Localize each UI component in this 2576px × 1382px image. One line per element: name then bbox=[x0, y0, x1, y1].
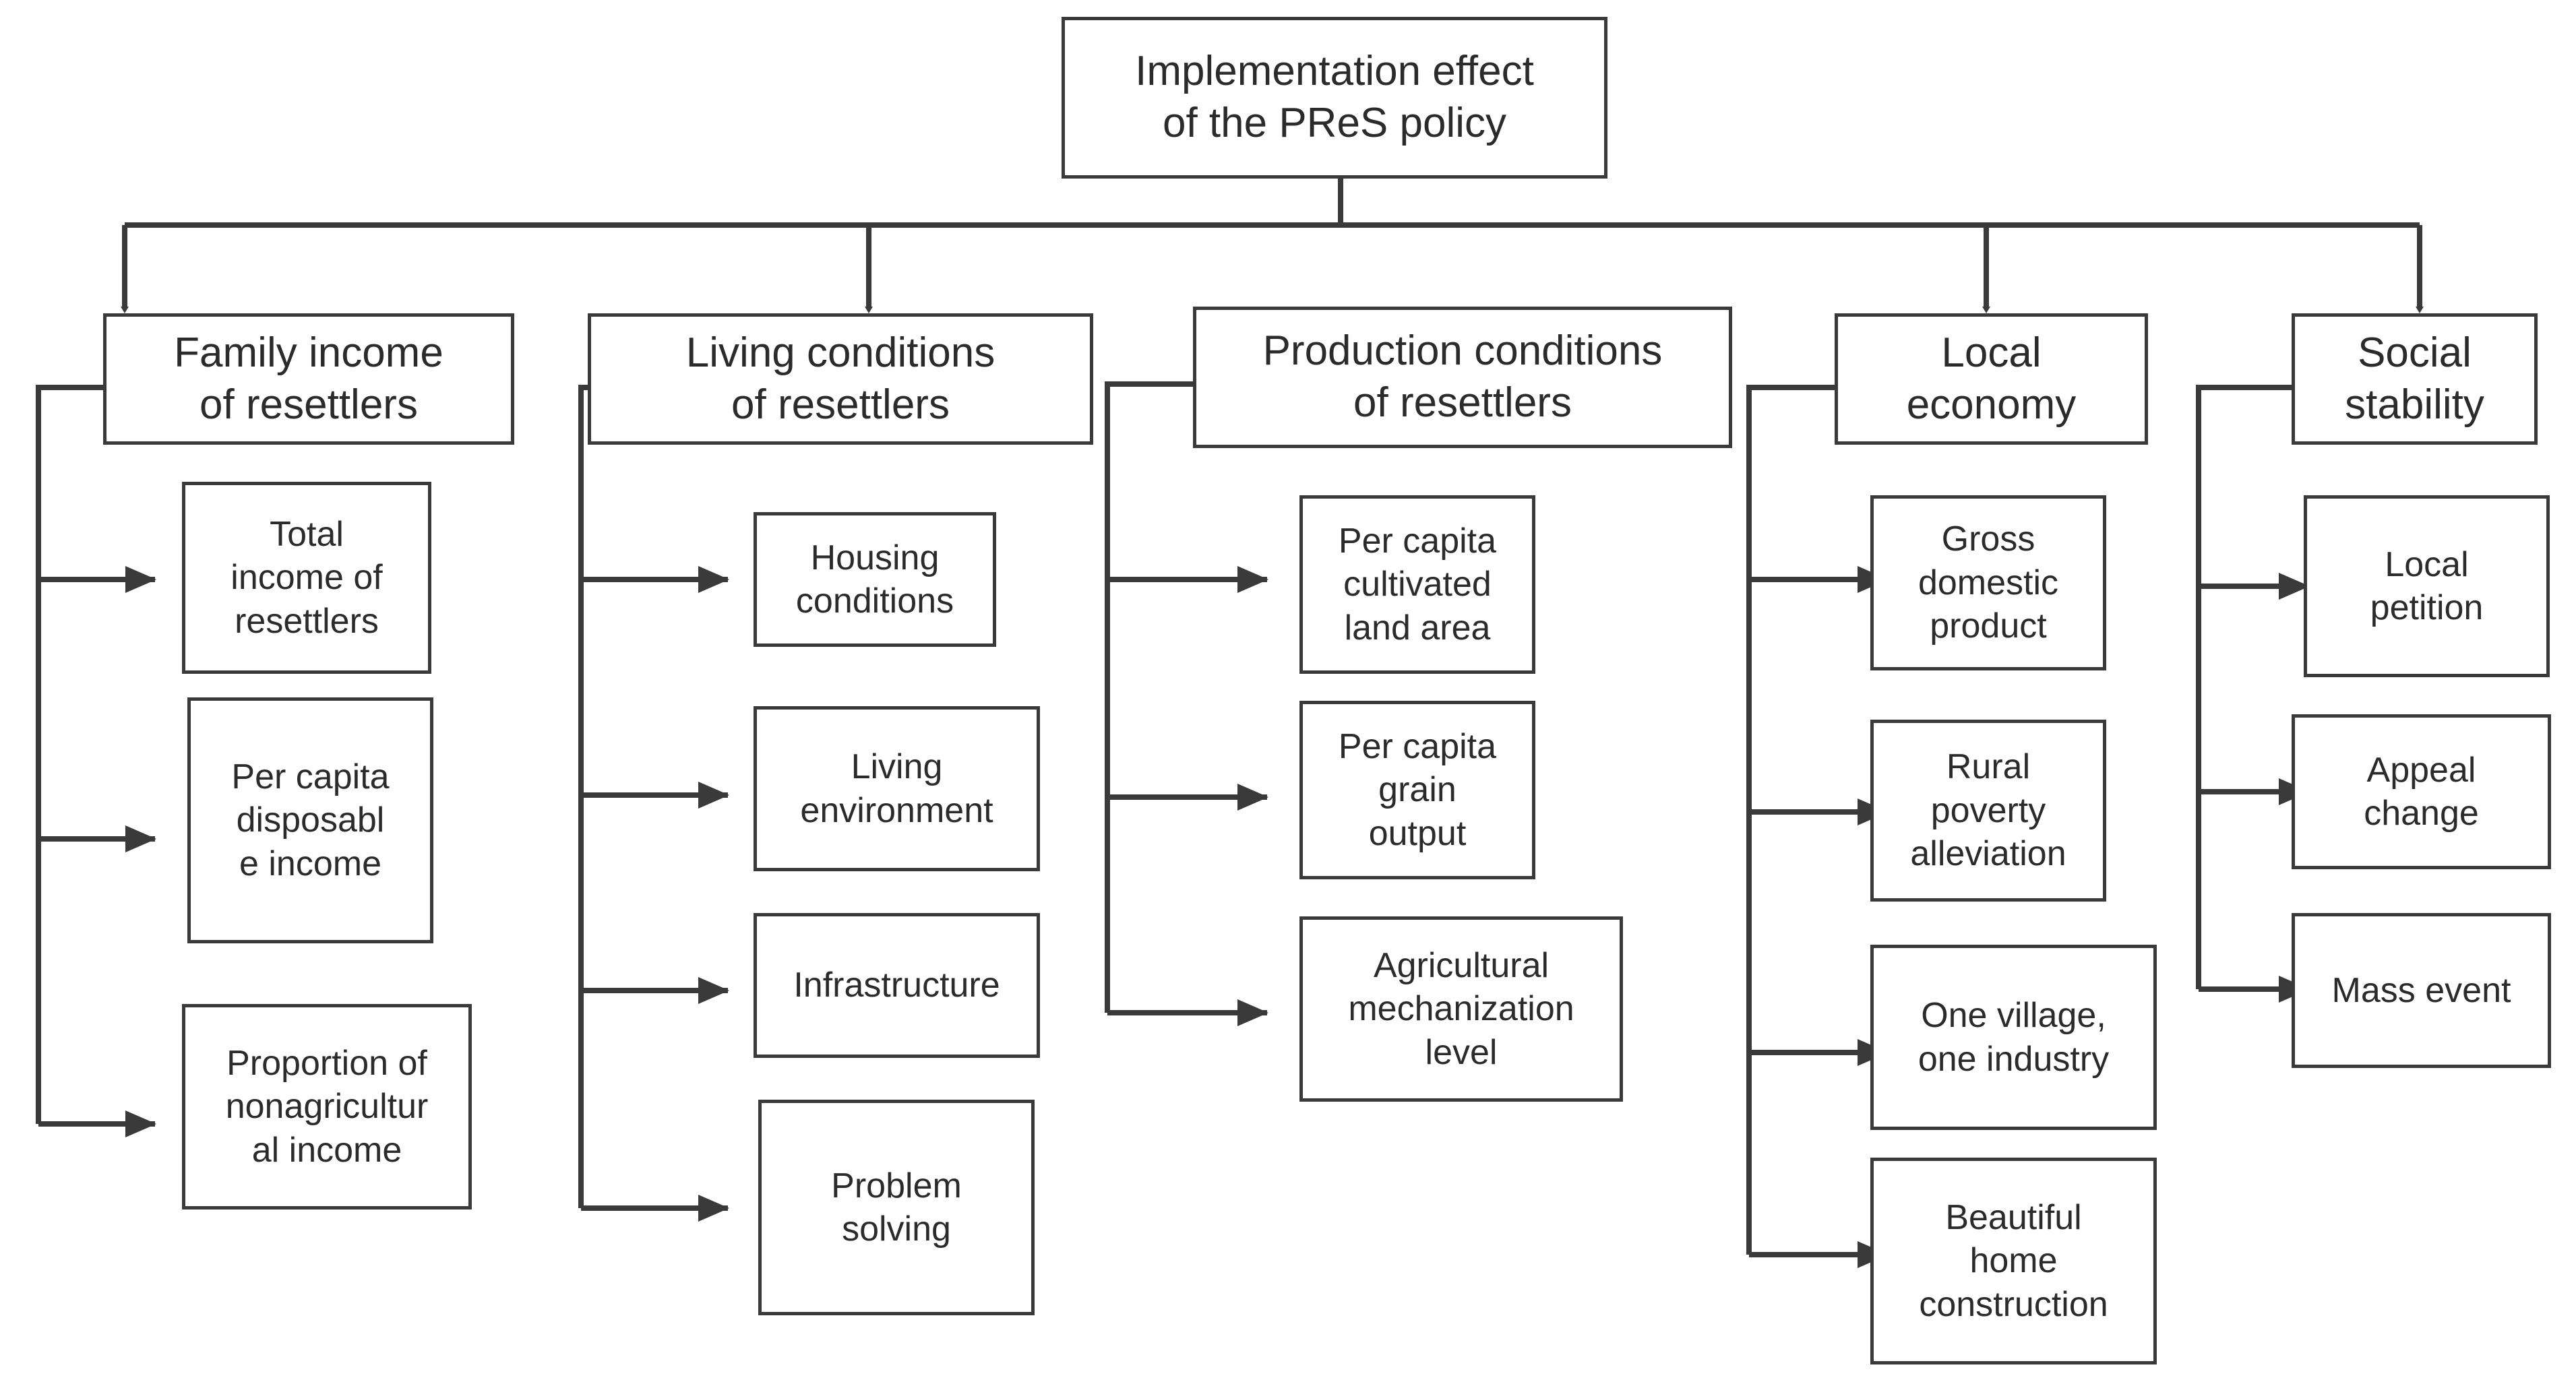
node-label: Total income of resettlers bbox=[231, 514, 383, 641]
node-label: Per capita disposabl e income bbox=[231, 757, 390, 883]
node-label: Family income of resettlers bbox=[174, 329, 443, 428]
node-branch-local-economy[interactable]: Local economy bbox=[1835, 313, 2148, 445]
branch-2-spine bbox=[578, 385, 729, 1222]
node-total-income-of-resettlers[interactable]: Total income of resettlers bbox=[182, 482, 431, 674]
node-living-environment[interactable]: Living environment bbox=[754, 706, 1040, 871]
node-label: Per capita grain output bbox=[1338, 726, 1497, 853]
node-label: Living environment bbox=[800, 747, 993, 830]
node-problem-solving[interactable]: Problem solving bbox=[758, 1100, 1035, 1315]
node-label: Infrastructure bbox=[793, 966, 1000, 1005]
node-label: Proportion of nonagricultur al income bbox=[225, 1043, 429, 1170]
node-label: Mass event bbox=[2331, 970, 2511, 1010]
node-gross-domestic-product[interactable]: Gross domestic product bbox=[1870, 495, 2106, 670]
node-label: Local economy bbox=[1906, 329, 2077, 428]
branch-1-spine bbox=[36, 385, 156, 1137]
node-label: Agricultural mechanization level bbox=[1348, 945, 1574, 1072]
node-label: Housing conditions bbox=[795, 538, 954, 621]
node-label: Appeal change bbox=[2364, 750, 2479, 833]
branch-4-spine bbox=[1746, 385, 1889, 1268]
node-root[interactable]: Implementation effect of the PReS policy bbox=[1062, 17, 1607, 179]
node-infrastructure[interactable]: Infrastructure bbox=[754, 913, 1040, 1058]
node-label: Social stability bbox=[2345, 329, 2484, 428]
node-local-petition[interactable]: Local petition bbox=[2304, 495, 2550, 677]
node-branch-family-income[interactable]: Family income of resettlers bbox=[103, 313, 514, 445]
bus-down-arrows bbox=[121, 225, 2424, 313]
node-branch-living-conditions[interactable]: Living conditions of resettlers bbox=[588, 313, 1093, 445]
node-branch-social-stability[interactable]: Social stability bbox=[2292, 313, 2538, 445]
node-label: Per capita cultivated land area bbox=[1338, 521, 1497, 648]
node-label: Rural poverty alleviation bbox=[1910, 747, 2066, 874]
node-per-capita-cultivated-land-area[interactable]: Per capita cultivated land area bbox=[1299, 495, 1535, 674]
node-housing-conditions[interactable]: Housing conditions bbox=[754, 512, 996, 647]
node-label: One village, one industry bbox=[1918, 996, 2110, 1079]
branch-5-spine bbox=[2196, 385, 2310, 1003]
node-agricultural-mechanization-level[interactable]: Agricultural mechanization level bbox=[1299, 916, 1623, 1102]
node-root-label: Implementation effect of the PReS policy bbox=[1135, 48, 1534, 146]
node-proportion-of-nonagricultural-income[interactable]: Proportion of nonagricultur al income bbox=[182, 1004, 472, 1210]
node-label: Beautiful home construction bbox=[1919, 1197, 2108, 1324]
node-per-capita-grain-output[interactable]: Per capita grain output bbox=[1299, 701, 1535, 879]
node-label: Local petition bbox=[2370, 544, 2484, 627]
node-appeal-change[interactable]: Appeal change bbox=[2292, 714, 2551, 869]
node-one-village-one-industry[interactable]: One village, one industry bbox=[1870, 945, 2157, 1130]
node-branch-production-conditions[interactable]: Production conditions of resettlers bbox=[1193, 307, 1732, 448]
node-beautiful-home-construction[interactable]: Beautiful home construction bbox=[1870, 1158, 2157, 1364]
node-label: Problem solving bbox=[831, 1166, 962, 1249]
node-rural-poverty-alleviation[interactable]: Rural poverty alleviation bbox=[1870, 720, 2106, 902]
node-label: Living conditions of resettlers bbox=[685, 329, 995, 428]
node-label: Gross domestic product bbox=[1918, 520, 2059, 646]
node-label: Production conditions of resettlers bbox=[1262, 327, 1663, 426]
branch-3-spine bbox=[1105, 381, 1268, 1026]
node-per-capita-disposable-income[interactable]: Per capita disposabl e income bbox=[187, 697, 433, 943]
node-mass-event[interactable]: Mass event bbox=[2292, 913, 2551, 1068]
